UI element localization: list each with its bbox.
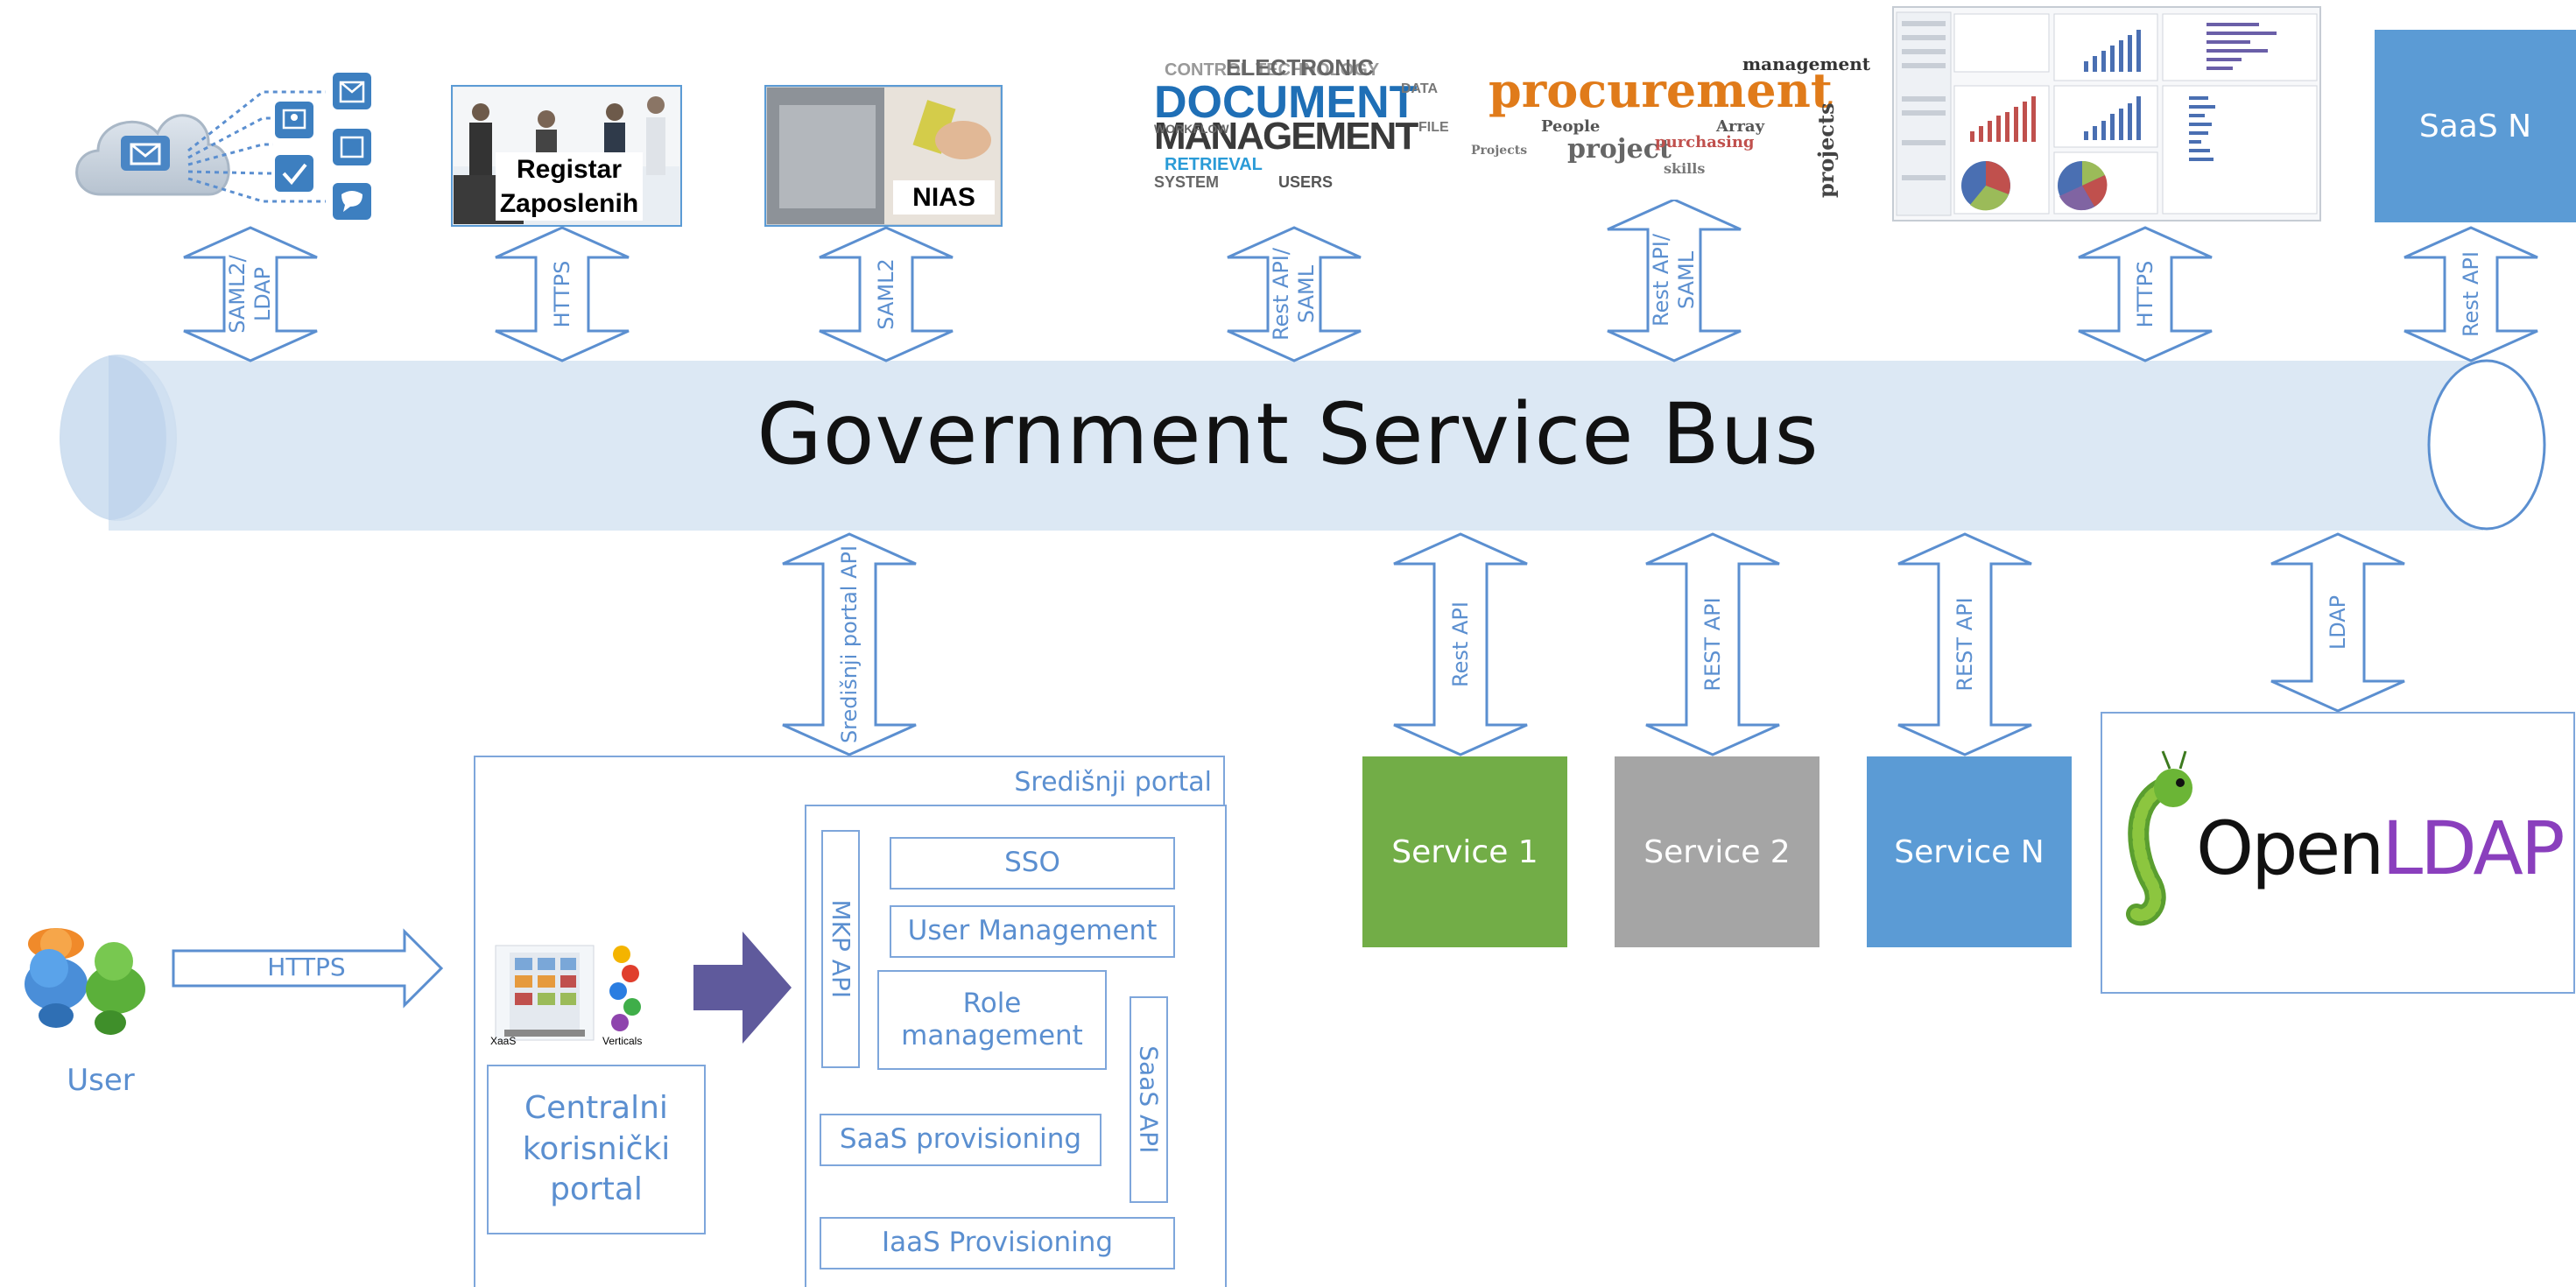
saas-provisioning-box: SaaS provisioning [820, 1114, 1101, 1166]
bus-title: Government Service Bus [757, 385, 1819, 483]
top-connector-arrow [495, 226, 630, 362]
svg-text:Projects: Projects [1471, 144, 1527, 158]
xaas-verticals-icon [495, 945, 641, 1041]
svg-text:USERS: USERS [1278, 173, 1333, 191]
bottom-connector-arrow [1393, 532, 1528, 756]
svg-text:ELECTRONIC: ELECTRONIC [1226, 54, 1374, 81]
top-connector-arrows [183, 198, 2538, 362]
service-1-label: Service 1 [1391, 833, 1538, 870]
service-n-label: Service N [1894, 833, 2045, 870]
service-2-label: Service 2 [1643, 833, 1791, 870]
service-n-box [1867, 756, 2072, 947]
openldap-wordmark: OpenLDAP [2196, 805, 2565, 891]
top-connector-label: Rest API/ SAML [1649, 234, 1699, 327]
svg-text:WORKFLOW: WORKFLOW [1154, 122, 1229, 136]
nias-label: NIAS [893, 180, 995, 214]
portal-title: Središnji portal [1014, 767, 1212, 798]
user-https-label: HTTPS [267, 953, 346, 981]
svg-text:skills: skills [1664, 160, 1705, 177]
bottom-connector-label: Središnji portal API [836, 545, 862, 744]
top-connector-arrow [2078, 226, 2213, 362]
svg-text:People: People [1541, 117, 1600, 136]
sso-box: SSO [890, 837, 1175, 890]
svg-text:DATA: DATA [1401, 81, 1439, 96]
top-connector-arrow [1227, 226, 1362, 362]
bottom-connector-arrow [1897, 532, 2032, 756]
saas-api-box: SaaS API [1130, 996, 1168, 1203]
cloud-mail-icon [75, 73, 371, 220]
openldap-ldap-text: LDAP [2382, 805, 2565, 891]
svg-text:procurement: procurement [1489, 62, 1833, 118]
bottom-connector-label: Rest API [1447, 601, 1473, 687]
service-bus [60, 355, 2546, 531]
mkp-api-box: MKP API [821, 830, 860, 1068]
top-connector-label: HTTPS [2132, 260, 2157, 328]
top-connector-arrow [2404, 226, 2538, 362]
saas-api-label: SaaS API [1134, 1045, 1164, 1154]
openldap-worm-logo [2126, 750, 2192, 926]
bottom-connector-label: REST API [1700, 597, 1725, 692]
dashboard-screenshot [1892, 6, 2321, 222]
portal-flow-arrow [693, 932, 792, 1044]
user-label: User [67, 1063, 135, 1098]
verticals-label: Verticals [602, 1035, 643, 1047]
svg-text:FILE: FILE [1418, 120, 1449, 135]
service-2-box [1615, 756, 1819, 947]
svg-text:management: management [1742, 53, 1871, 74]
user-management-box: User Management [890, 905, 1175, 958]
top-connector-label: Rest API/ SAML [1269, 248, 1319, 341]
top-connector-arrow [183, 226, 318, 362]
user-https-arrow [172, 928, 444, 1009]
role-management-box: Role management [877, 970, 1107, 1070]
procurement-wordcloud: management procurement People Array proj… [1455, 51, 1884, 200]
xaas-label: XaaS [490, 1035, 517, 1047]
svg-text:CONTROL TECHNOLOGY: CONTROL TECHNOLOGY [1165, 60, 1380, 80]
document-management-wordcloud: CONTROL TECHNOLOGY ELECTRONIC DOCUMENT M… [1142, 37, 1455, 219]
bottom-connector-label: REST API [1952, 597, 1977, 692]
mkp-api-label: MKP API [826, 899, 855, 999]
svg-text:purchasing: purchasing [1655, 133, 1755, 151]
svg-text:SYSTEM: SYSTEM [1154, 173, 1219, 191]
bottom-connector-label: LDAP [2325, 594, 2350, 651]
openldap-open-text: Open [2196, 805, 2384, 891]
central-portal-box: Centralni korisnički portal [487, 1065, 706, 1234]
bottom-connector-arrows [782, 532, 2405, 756]
bottom-connector-arrow [2270, 532, 2405, 713]
svg-text:MANAGEMENT: MANAGEMENT [1154, 115, 1418, 158]
svg-text:RETRIEVAL: RETRIEVAL [1165, 155, 1263, 174]
top-connector-arrow [1607, 198, 1742, 362]
svg-text:DOCUMENT: DOCUMENT [1154, 77, 1418, 128]
registar-label: Registar Zaposlenih [496, 152, 643, 221]
top-connector-arrow [819, 226, 954, 362]
openldap-box [2101, 712, 2575, 994]
svg-text:projects: projects [1813, 102, 1839, 198]
svg-text:project: project [1567, 134, 1672, 165]
saas-n-box [2375, 30, 2576, 222]
service-1-box [1362, 756, 1567, 947]
user-icon [25, 928, 145, 1035]
saas-n-label: SaaS N [2418, 108, 2532, 144]
bottom-connector-arrow [1645, 532, 1780, 756]
svg-text:Array: Array [1715, 117, 1765, 136]
bottom-connector-arrow [782, 532, 917, 756]
iaas-provisioning-box: IaaS Provisioning [820, 1217, 1175, 1269]
top-connector-label: SAML2/ LDAP [225, 255, 275, 334]
